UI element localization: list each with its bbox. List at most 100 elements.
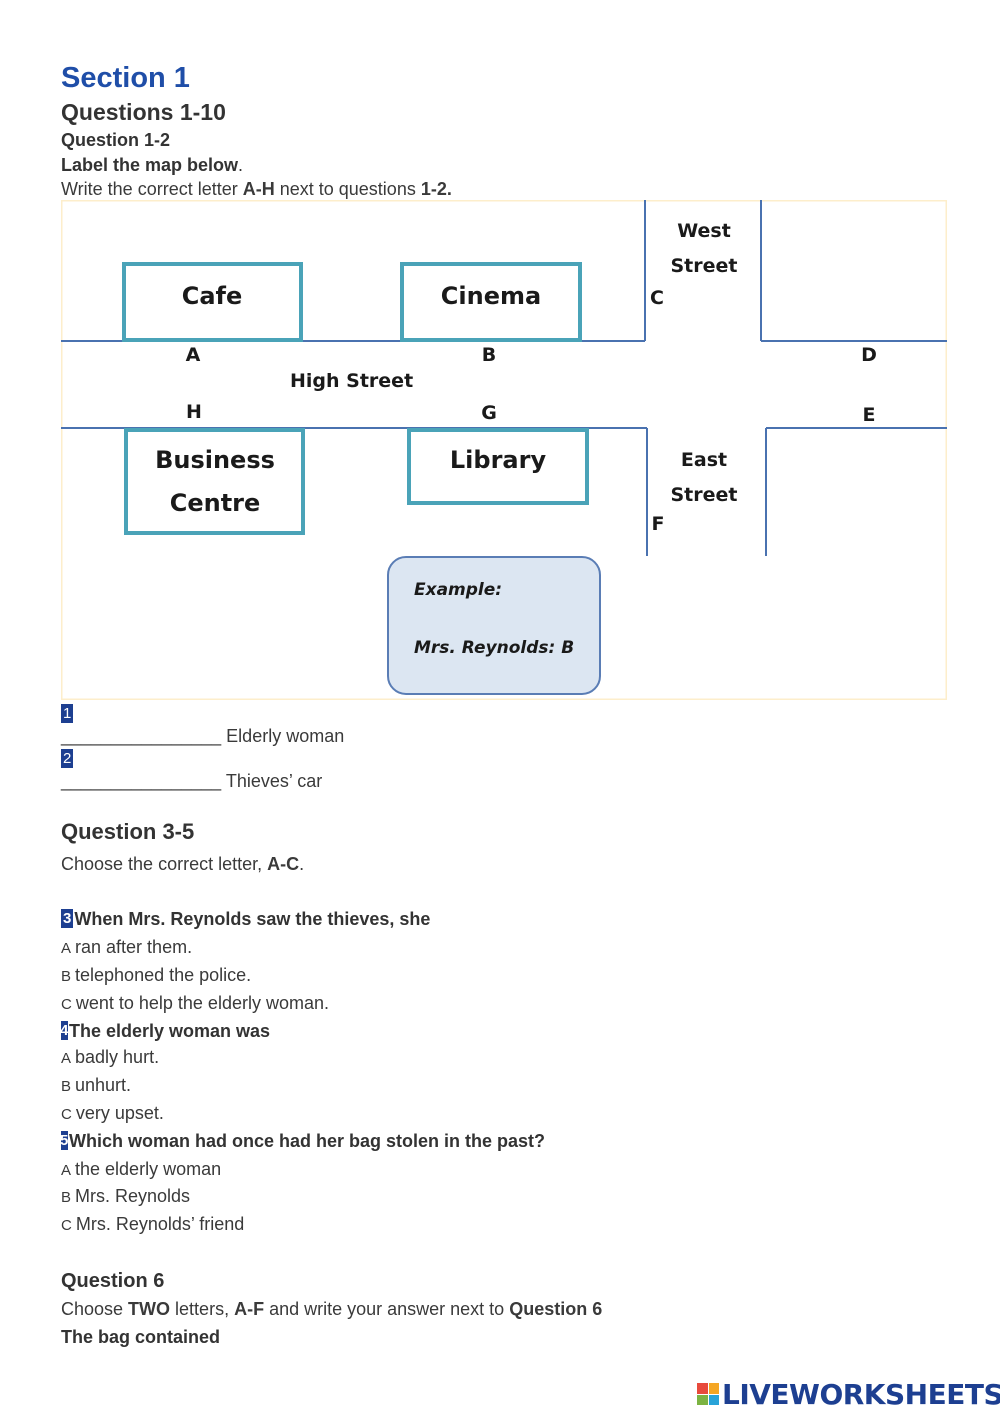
option-text: badly hurt. [75,1047,160,1067]
east-street-label-line1: East [681,449,727,471]
option-text: Mrs. Reynolds [75,1186,191,1206]
question-4-badge: 4 [61,1021,68,1040]
label-instruction-bold: Label the map below [61,155,239,175]
map-letter-f: F [652,513,665,535]
east-street-label-line2: Street [671,484,738,506]
answer-line-1[interactable]: ________________ Elderly woman [61,726,344,747]
liveworksheets-mark-icon [697,1383,719,1405]
option-letter: C [61,996,72,1013]
library-building [407,428,589,505]
write-instruction: Write the correct letter A-H next to que… [61,179,452,200]
question-6-instruction: Choose TWO letters, A-F and write your a… [61,1299,602,1320]
option-letter: B [61,1078,72,1095]
option-text: Mrs. Reynolds’ friend [75,1214,245,1234]
map-letter-e: E [863,404,876,426]
cinema-building [400,262,582,342]
liveworksheets-logo: LIVEWORKSHEETS [697,1376,1000,1412]
example-title: Example: [414,580,502,600]
option-text: unhurt. [75,1075,132,1095]
label-instruction-dot: . [238,155,244,175]
answer-blank-1[interactable]: ________________ [61,726,222,746]
question-1-badge: 1 [61,704,74,723]
cafe-label: Cafe [182,282,243,310]
option-letter: C [61,1106,72,1123]
answer-label-1: Elderly woman [221,726,345,746]
write-nums: 1-2. [420,179,452,199]
question-5-badge: 5 [61,1131,68,1150]
question-3-5-heading: Question 3-5 [61,819,195,844]
section-title: Section 1 [61,62,190,94]
question-6-heading: Question 6 [61,1270,165,1292]
label-instruction: Label the map below. [61,155,243,176]
q35-instr-bold: A-C [267,854,300,874]
west-street-label-line1: West [677,220,731,242]
questions-range-heading: Questions 1-10 [61,99,226,125]
q6-instr-1: Choose [61,1299,129,1319]
question-2-badge: 2 [61,749,74,768]
question-4-stem: 4The elderly woman was [61,1021,270,1042]
option-text: ran after them. [75,937,193,957]
west-street-label-line2: Street [671,255,738,277]
map-letter-h: H [186,401,202,423]
option-letter: C [61,1217,72,1234]
high-street-label: High Street [290,370,413,392]
business-label-line2: Centre [170,489,261,517]
business-centre-building [124,428,305,535]
q6-instr-5: and write your answer next to [264,1299,510,1319]
question-1-2-heading: Question 1-2 [61,130,171,150]
answer-label-2: Thieves’ car [221,771,323,791]
option-letter: A [61,940,72,957]
street-map: Cafe Cinema Business Centre Library High… [61,200,947,700]
business-label-line1: Business [155,446,275,474]
option-text: telephoned the police. [75,965,252,985]
q6-instr-4: A-F [234,1299,265,1319]
option-letter: B [61,1189,72,1206]
question-4-text: The elderly woman was [69,1021,271,1041]
library-label: Library [450,446,547,474]
option-letter: B [61,968,72,985]
q6-instr-3: letters, [170,1299,235,1319]
question-3-5-instruction: Choose the correct letter, A-C. [61,854,304,875]
q6-instr-6: Question 6 [509,1299,603,1319]
question-5-stem: 5Which woman had once had her bag stolen… [61,1131,545,1152]
cinema-label: Cinema [441,282,541,310]
map-letter-d: D [861,344,877,366]
write-pre: Write the correct letter [61,179,243,199]
write-mid: next to questions [274,179,421,199]
question-3-text: When Mrs. Reynolds saw the thieves, she [74,909,431,929]
map-letter-a: A [186,344,201,366]
question-number-1: 1 [61,704,74,723]
q6-instr-2: TWO [128,1299,171,1319]
question-6-stem: The bag contained [61,1327,221,1347]
option-text: the elderly woman [75,1159,222,1179]
option-letter: A [61,1050,72,1067]
example-box [387,556,601,695]
map-letter-b: B [482,344,496,366]
question-number-2: 2 [61,749,74,768]
option-text: went to help the elderly woman. [75,993,329,1013]
map-letter-g: G [481,402,497,424]
question-3-badge: 3 [61,909,74,928]
liveworksheets-wordmark: LIVEWORKSHEETS [722,1377,1000,1411]
example-answer: Mrs. Reynolds: B [414,638,574,658]
map-letter-c: C [650,287,664,309]
option-text: very upset. [75,1103,164,1123]
q35-instr-post: . [299,854,305,874]
answer-line-2[interactable]: ________________ Thieves’ car [61,771,322,792]
question-5-text: Which woman had once had her bag stolen … [69,1131,546,1151]
answer-blank-2[interactable]: ________________ [61,771,222,791]
cafe-building [122,262,303,342]
write-letters: A-H [242,179,275,199]
q35-instr-pre: Choose the correct letter, [61,854,268,874]
option-letter: A [61,1162,72,1179]
